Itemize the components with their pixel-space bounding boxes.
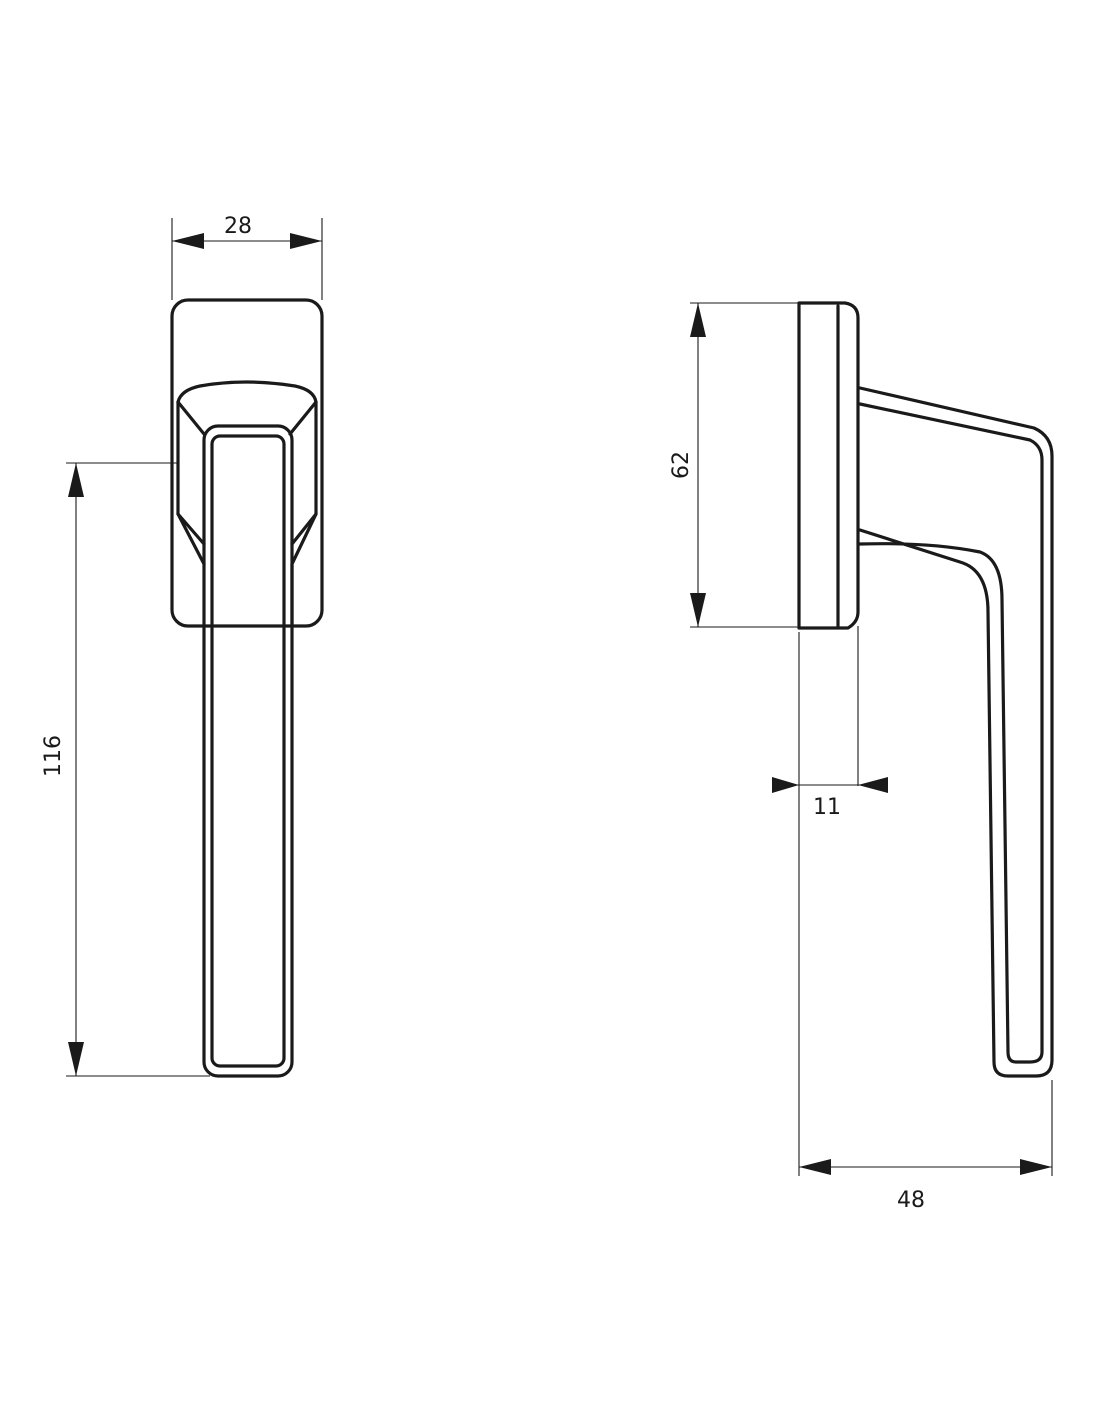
height-arrow-top: [68, 463, 84, 497]
front-lever-outer: [202, 424, 294, 1078]
width-arrow-left: [172, 233, 204, 249]
width-label: 28: [224, 214, 252, 239]
projection-arrow-right: [1020, 1159, 1052, 1175]
front-lever-inner: [210, 434, 286, 1068]
width-arrow-right: [290, 233, 322, 249]
front-collar: [176, 380, 318, 628]
front-view: 28 116: [41, 214, 324, 1078]
side-lever-inner: [858, 402, 1044, 1064]
front-collar-facets: [176, 400, 318, 546]
side-view: 62 11 48: [669, 301, 1054, 1213]
depth-arrow-right: [858, 777, 888, 793]
depth-label: 11: [813, 795, 841, 820]
projection-arrow-left: [799, 1159, 831, 1175]
rose-height-label: 62: [669, 451, 694, 479]
front-rose-plate: [170, 298, 324, 628]
height-arrow-bottom: [68, 1042, 84, 1076]
height-label: 116: [41, 735, 66, 777]
side-rose-plate: [797, 301, 860, 630]
rose-height-arrow-bottom: [690, 593, 706, 627]
side-lever-outer: [858, 386, 1054, 1078]
projection-label: 48: [897, 1188, 925, 1213]
rose-height-arrow-top: [690, 303, 706, 337]
depth-arrow-left: [772, 777, 799, 793]
